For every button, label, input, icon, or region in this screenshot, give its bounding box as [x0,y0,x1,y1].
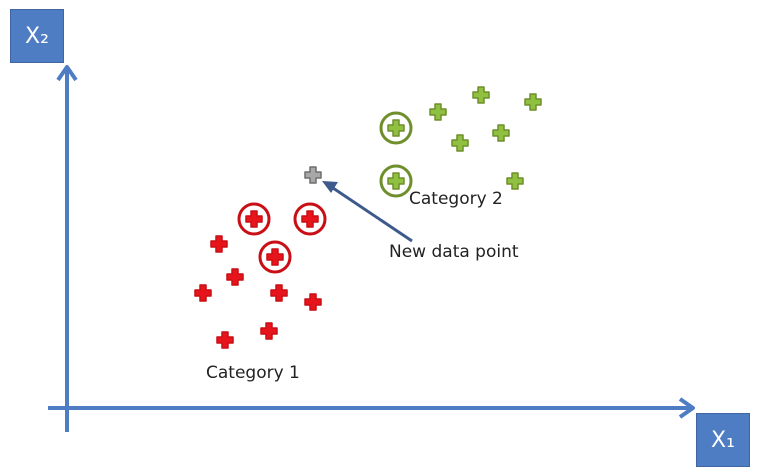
category-1-point [226,268,244,286]
category-1-point-highlight-ring [293,202,327,236]
category-1-point-highlight-ring [237,202,271,236]
category-2-point-plus-marker [492,124,510,142]
category-2-point-plus-marker [524,93,542,111]
category-2-point-plus-marker [472,86,490,104]
x-axis-label-box: X₁ [696,413,750,467]
category-2-point [379,164,413,198]
y-axis-label: X₂ [25,23,49,49]
category-1-point [194,284,212,302]
category-1-point [258,240,292,274]
category-2-point-plus-marker [387,172,405,190]
x-axis-label: X₁ [711,427,735,453]
category-2-point [492,124,510,142]
category-1-point-plus-marker [301,210,319,228]
category-1-point [210,235,228,253]
y-axis-arrowhead [56,65,78,82]
category-1-label: Category 1 [206,363,300,383]
category-2-point [524,93,542,111]
new-data-point-label: New data point [389,242,519,262]
category-1-point-plus-marker [266,248,284,266]
category-1-point-plus-marker [245,210,263,228]
new-point-arrowhead [322,181,338,193]
category-1-point [270,284,288,302]
category-2-point-plus-marker [387,119,405,137]
category-2-point-highlight-ring [379,164,413,198]
category-1-point [304,293,322,311]
category-2-point [506,172,524,190]
category-1-point [216,331,234,349]
category-1-point-highlight-ring [258,240,292,274]
y-axis-label-box: X₂ [10,9,64,63]
category-2-point [451,134,469,152]
category-2-point [379,111,413,145]
category-2-point-plus-marker [506,172,524,190]
category-1-point [237,202,271,236]
x-axis-arrowhead [678,397,695,419]
category-1-point-plus-marker [194,284,212,302]
new-data-point [304,166,322,184]
category-2-point [472,86,490,104]
category-1-point-plus-marker [270,284,288,302]
category-1-point-plus-marker [210,235,228,253]
category-2-point-plus-marker [429,103,447,121]
category-1-point-plus-marker [260,322,278,340]
category-2-label: Category 2 [409,189,503,209]
new-point-arrow [329,184,413,243]
category-2-point-plus-marker [451,134,469,152]
category-2-point-highlight-ring [379,111,413,145]
category-1-point [260,322,278,340]
points-layer [194,86,542,349]
category-2-point [429,103,447,121]
category-1-point-plus-marker [226,268,244,286]
category-1-point-plus-marker [216,331,234,349]
new-data-point-plus-marker [304,166,322,184]
category-1-point [293,202,327,236]
category-1-point-plus-marker [304,293,322,311]
